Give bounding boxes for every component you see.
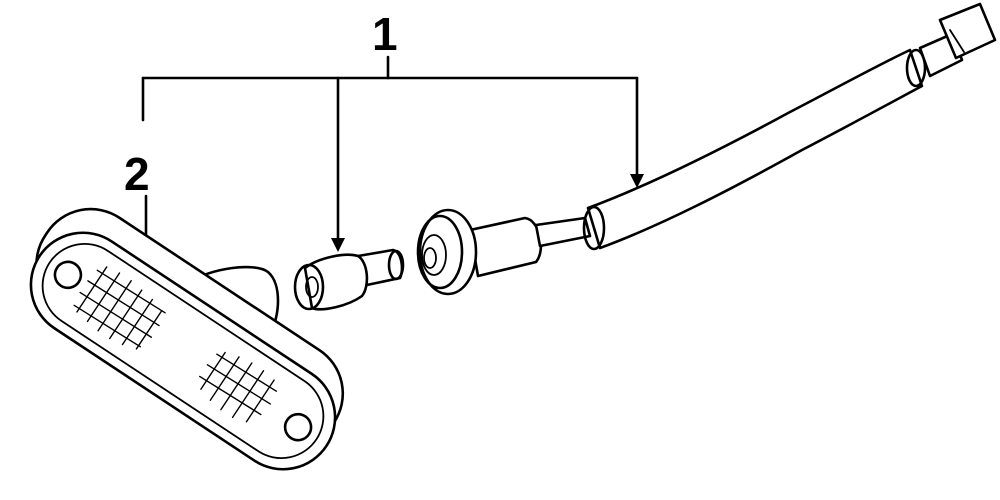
callout-1-label: 1 <box>372 8 398 60</box>
wire-harness <box>582 2 997 251</box>
bulb <box>293 248 405 311</box>
callout-1-leader <box>141 55 644 252</box>
callout-2-label: 2 <box>124 148 150 200</box>
side-marker-lens <box>29 207 345 471</box>
lens-grid-right <box>199 351 278 423</box>
socket <box>416 208 592 296</box>
lens-grid-left <box>73 266 166 350</box>
